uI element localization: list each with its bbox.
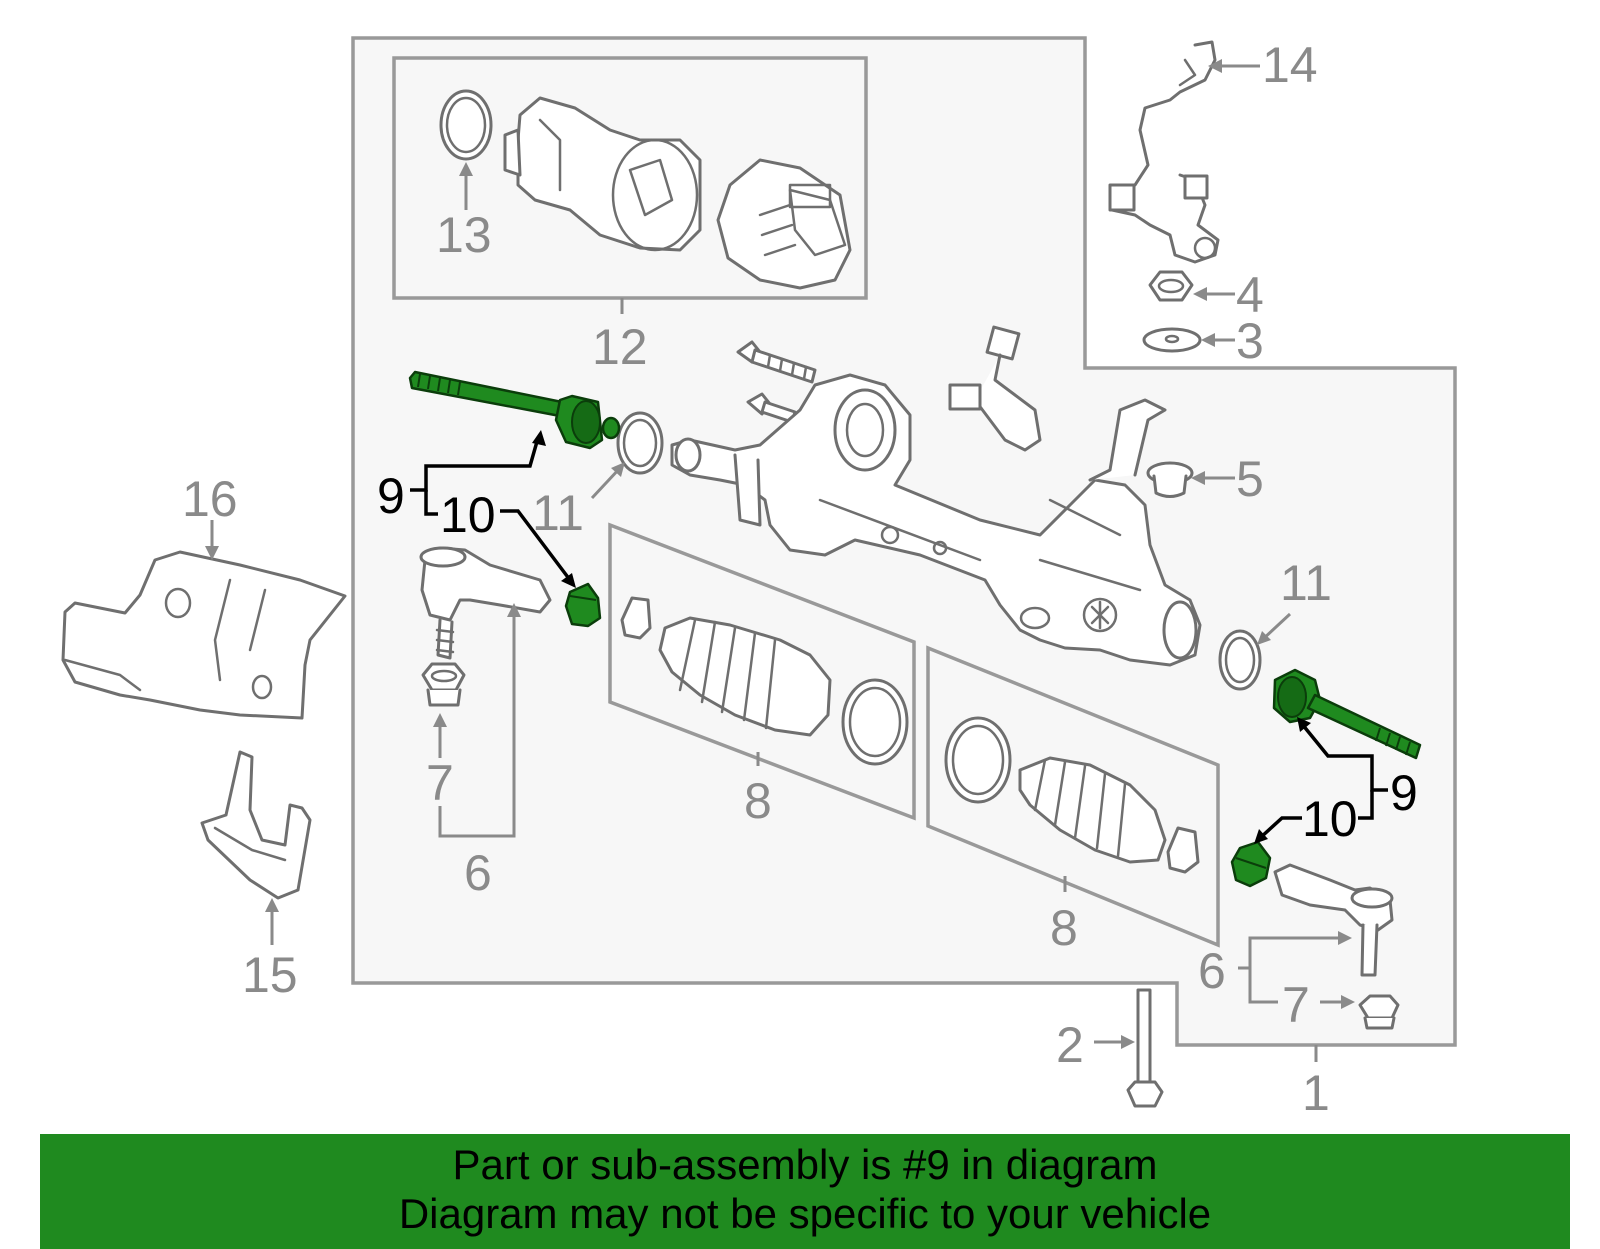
washer-3 [1142,327,1202,353]
steering-motor [503,96,702,252]
bolt-2 [1126,988,1164,1108]
jam-nut-10-left [564,582,602,628]
callout-4: 4 [1236,267,1264,323]
outer-tie-rod-end-6-right [1273,863,1394,977]
nut-7-right [1358,994,1400,1030]
callout-10-right: 10 [1302,791,1358,847]
callout-5: 5 [1236,451,1264,507]
wiring-harness-14 [1108,40,1220,264]
inner-tie-rod-9-right [1272,668,1422,760]
callout-10-left: 10 [440,487,496,543]
o-ring-11-left [616,411,664,475]
motor-housing [716,158,852,290]
callout-14: 14 [1262,37,1318,93]
bracket-15 [200,750,312,900]
callout-9-left: 9 [377,468,405,524]
callout-6-right: 6 [1198,943,1226,999]
info-banner: Part or sub-assembly is #9 in diagram Di… [40,1134,1570,1249]
highlight-leader-lines [410,430,1388,844]
callout-3: 3 [1236,313,1264,369]
boot-kit-box-right [926,645,1220,948]
o-ring-11-right [1218,629,1262,691]
boot-kit-8-left [620,596,909,766]
callout-11-left: 11 [532,485,584,541]
leader-lines [205,59,1355,1062]
callout-11-right: 11 [1280,555,1332,611]
outer-tie-rod-end-6-left [419,546,552,660]
inner-tie-rod-9-left [408,370,621,450]
cap-5 [1146,461,1194,498]
callout-6-left: 6 [464,845,492,901]
nut-7-left [421,662,466,707]
jam-nut-10-right [1230,840,1272,888]
boot-kit-box-left [608,522,916,821]
callout-15: 15 [242,947,298,1003]
callout-8-left: 8 [744,773,772,829]
callout-1: 1 [1302,1065,1330,1121]
callout-13: 13 [436,207,492,263]
heat-shield-16 [61,550,347,720]
sensor-harness [948,325,1042,452]
nut-4 [1148,270,1194,302]
banner-disclaimer: Diagram may not be specific to your vehi… [398,1190,1212,1237]
diagram-canvas: 1 2 3 4 5 6 6 7 7 8 8 9 9 10 10 11 11 12… [61,36,1457,1121]
steering-gear-rack [670,373,1202,667]
callout-12: 12 [592,319,648,375]
motor-assembly-box [392,56,868,300]
callout-16: 16 [182,471,238,527]
bolt-upper [736,340,817,384]
callout-2: 2 [1056,1017,1084,1073]
seal-ring-13 [439,89,493,161]
callout-7-left: 7 [426,755,454,811]
callout-9-right: 9 [1390,765,1418,821]
callout-8-right: 8 [1050,900,1078,956]
boot-kit-8-right [944,716,1200,874]
callout-7-right: 7 [1282,977,1310,1033]
banner-part-note: Part or sub-assembly is #9 in diagram [452,1141,1158,1188]
